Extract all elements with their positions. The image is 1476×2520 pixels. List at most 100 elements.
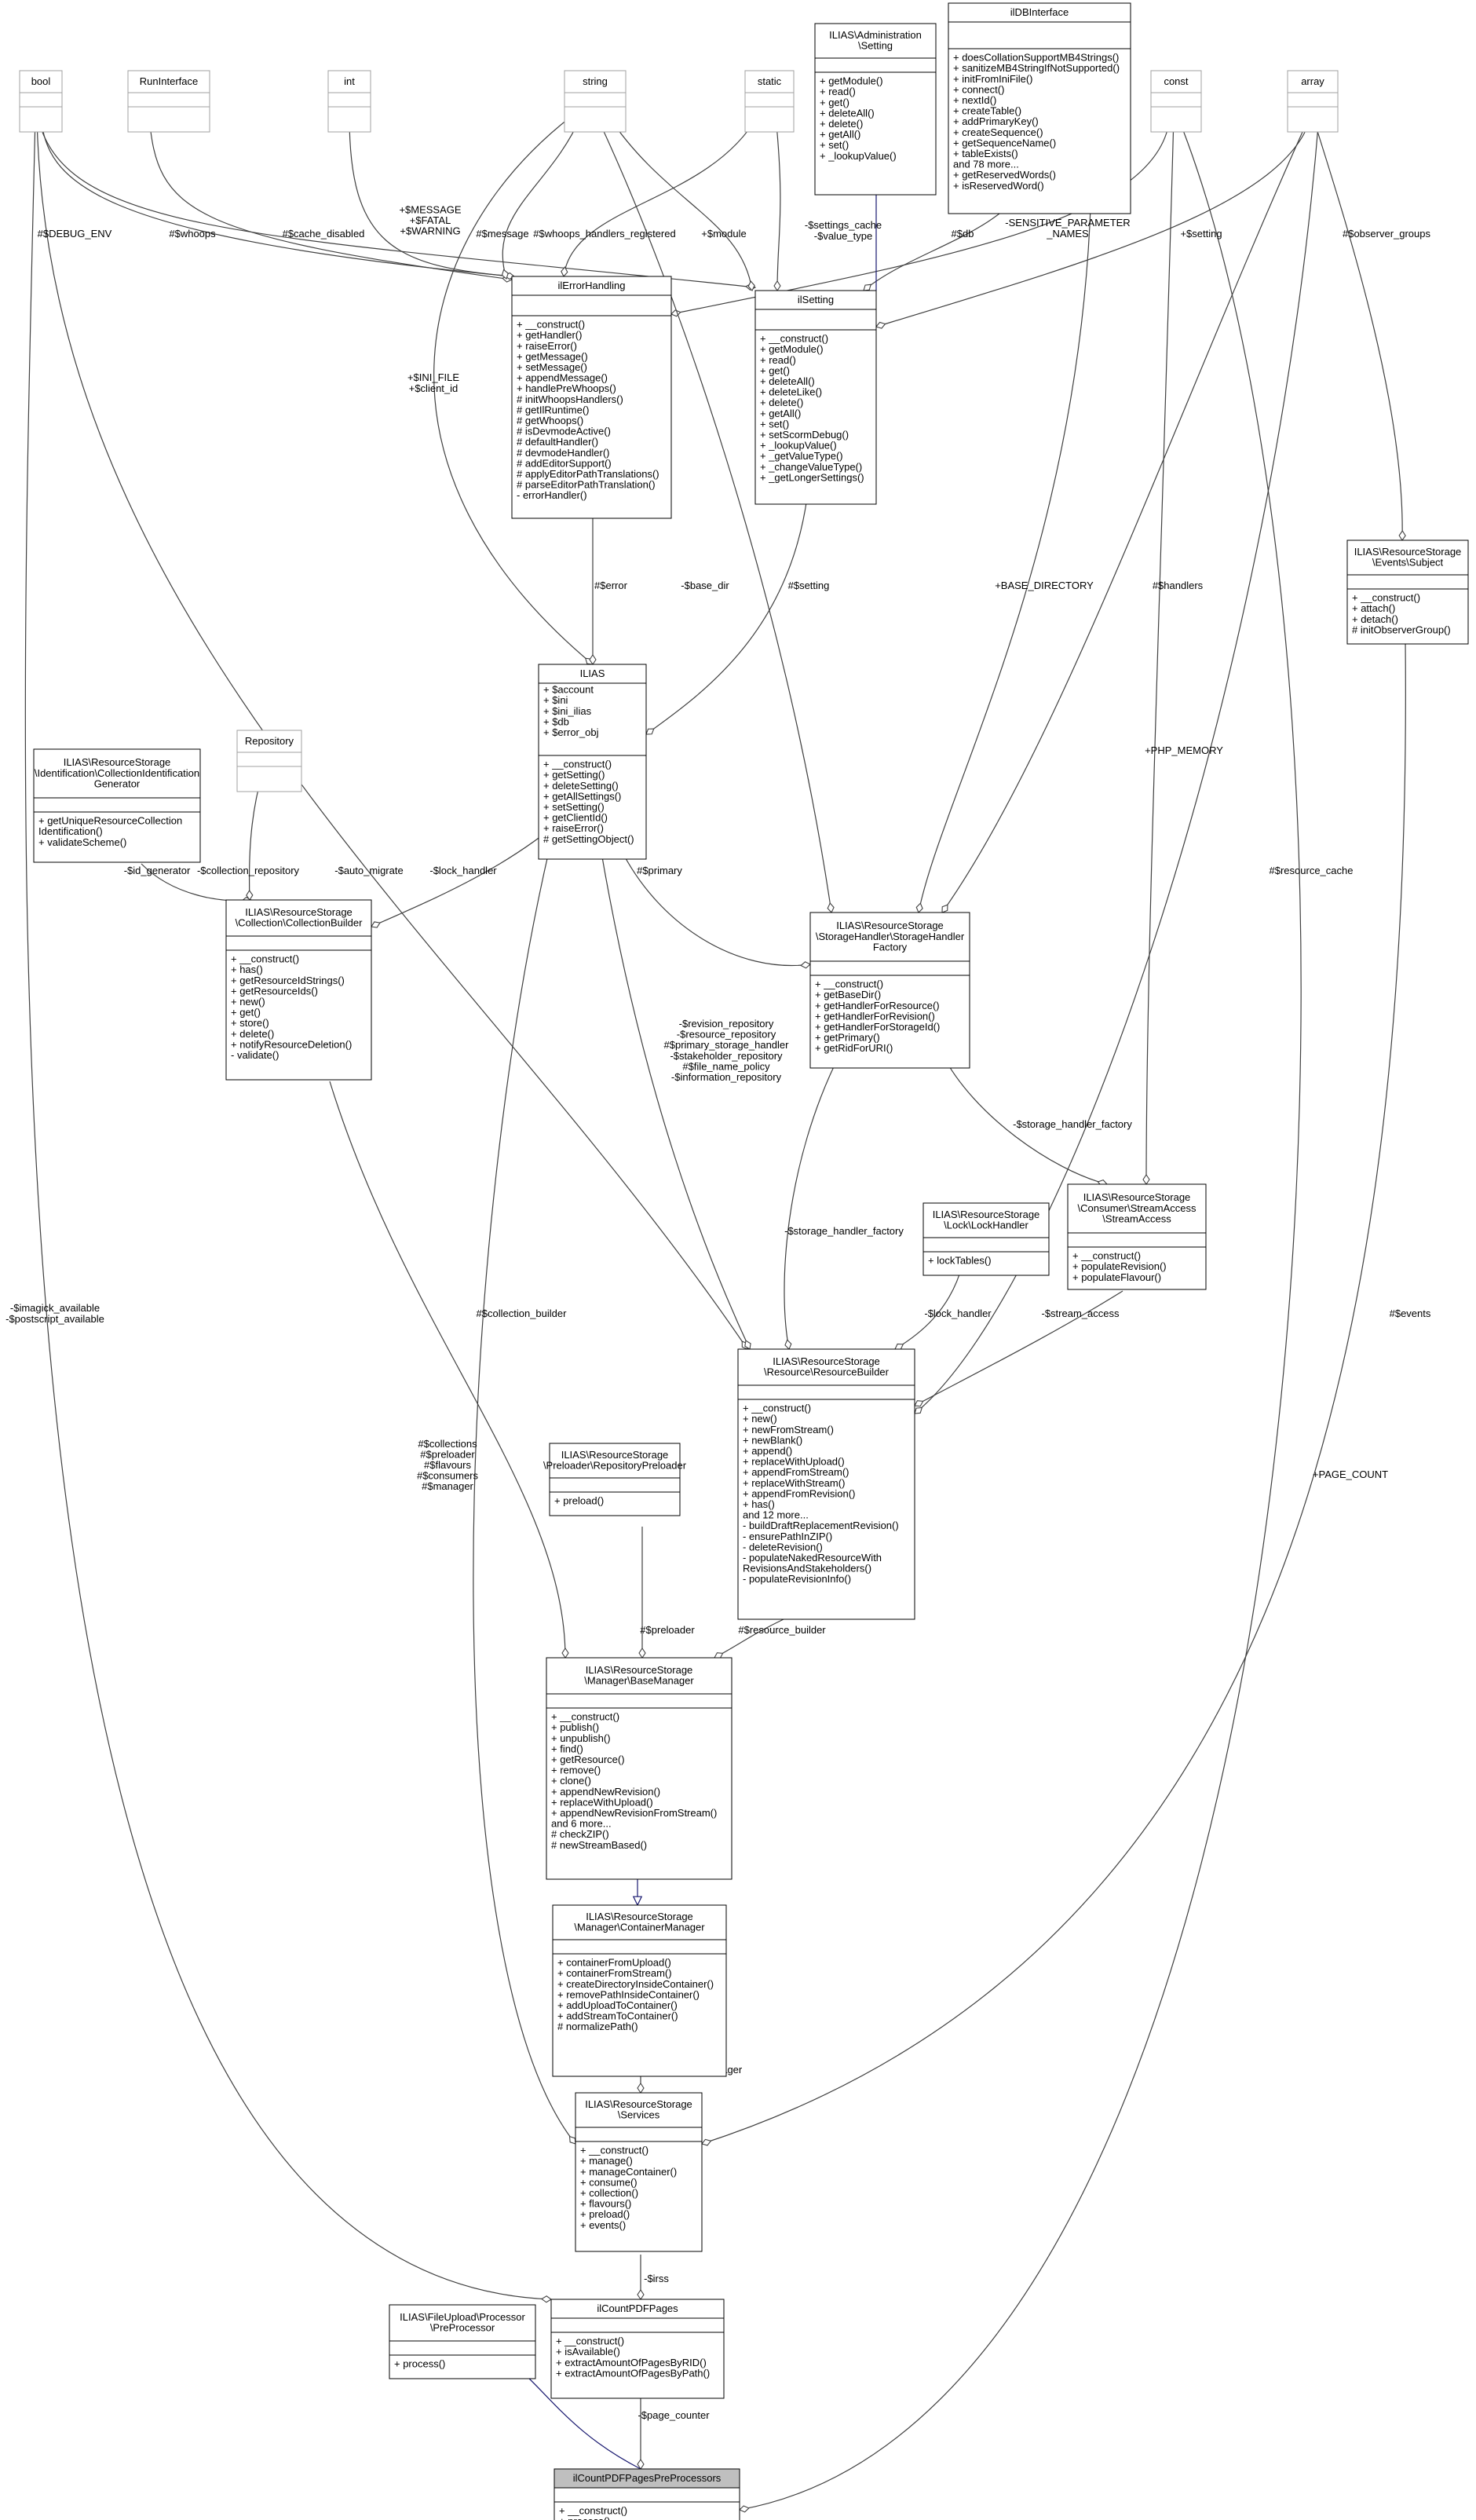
class-box-const[interactable]: const (1150, 70, 1202, 133)
class-box-basemanager[interactable]: ILIAS\ResourceStorage\Manager\BaseManage… (546, 1657, 733, 1880)
class-box-runinterface[interactable]: RunInterface (127, 70, 210, 133)
class-method: + replaceWithStream() (743, 1477, 845, 1489)
class-methods-section (1346, 588, 1469, 645)
class-method: + extractAmountOfPagesByPath() (556, 2367, 710, 2379)
edge-label-line: -$irss (644, 2273, 669, 2284)
class-method: + replaceWithUpload() (743, 1456, 845, 1468)
class-box-subject[interactable]: ILIAS\ResourceStorage\Events\Subject+ __… (1346, 539, 1469, 645)
class-method: + preload() (580, 2208, 630, 2220)
class-box-resourcebuilder[interactable]: ILIAS\ResourceStorage\Resource\ResourceB… (737, 1348, 915, 1620)
class-box-int[interactable]: int (327, 70, 371, 133)
composition-diamond (637, 2459, 645, 2470)
class-method: + connect() (953, 83, 1004, 95)
edge-label-line: #$preloader (640, 1624, 695, 1636)
class-box-ildbinterface[interactable]: ilDBInterface+ doesCollationSupportMB4St… (948, 2, 1131, 214)
class-method: + getAll() (760, 408, 801, 419)
class-box-repository[interactable]: Repository (236, 730, 302, 792)
edge-label-collection-builder: #$collection_builder (477, 1308, 568, 1319)
class-box-static[interactable]: static (744, 70, 795, 133)
class-methods-section (1067, 1246, 1207, 1290)
class-method: + __construct() (1352, 592, 1420, 604)
class-box-lockhandler[interactable]: ILIAS\ResourceStorage\Lock\LockHandler+ … (922, 1202, 1050, 1276)
edge-label-line: #$collections (418, 1438, 477, 1450)
class-title: \Identification\CollectionIdentification (35, 767, 199, 779)
class-method: + has() (743, 1498, 775, 1510)
class-methods-section (1287, 106, 1339, 133)
edge-collection-builder (329, 1081, 566, 1659)
class-method: + appendFromStream() (743, 1466, 849, 1478)
class-method: + read() (760, 354, 796, 366)
class-box-collidgen[interactable]: ILIAS\ResourceStorage\Identification\Col… (33, 748, 201, 863)
class-box-ilerrorhandling[interactable]: ilErrorHandling+ __construct()+ getHandl… (511, 276, 672, 519)
class-box-collectionbuilder[interactable]: ILIAS\ResourceStorage\Collection\Collect… (225, 899, 372, 1081)
edge-label-line: -$storage_handler_factory (1013, 1118, 1132, 1130)
inheritance-arrow (632, 1896, 643, 1907)
edge-label-id-generator: -$id_generator (124, 865, 191, 876)
edge-label-line: -$collection_repository (197, 865, 300, 876)
edge-page-count (739, 115, 1302, 2511)
class-box-array[interactable]: array (1287, 70, 1339, 133)
class-box-storagehandlerfactory[interactable]: ILIAS\ResourceStorage\StorageHandler\Sto… (809, 912, 970, 1069)
class-box-streamaccess[interactable]: ILIAS\ResourceStorage\Consumer\StreamAcc… (1067, 1183, 1207, 1290)
edge-events (701, 639, 1406, 2145)
edge-module (608, 115, 753, 291)
edge-label-handlers: #$handlers (1153, 580, 1204, 591)
class-attributes-section (33, 797, 201, 813)
composition-diamond (915, 902, 923, 913)
class-attributes-section (744, 92, 795, 108)
class-box-admin_setting[interactable]: ILIAS\Administration\Setting+ getModule(… (814, 23, 937, 196)
edge-label-ini-file-client-id: +$INI_FILE+$client_id (407, 371, 459, 394)
class-title: \Services (618, 2109, 660, 2121)
class-title: \Manager\ContainerManager (574, 1922, 705, 1933)
class-method: + createSequence() (953, 126, 1043, 138)
class-method: + containerFromStream() (557, 1967, 672, 1979)
edge-label-base-directory: +BASE_DIRECTORY (995, 580, 1094, 591)
class-box-repositorypreloader[interactable]: ILIAS\ResourceStorage\Preloader\Reposito… (543, 1443, 687, 1516)
class-method: + flavours() (580, 2198, 631, 2210)
class-method: + setSetting() (543, 801, 605, 813)
edge-label-storage-handler-factory-rb: -$storage_handler_factory (784, 1225, 904, 1237)
class-method: - populateNakedResourceWith (743, 1552, 882, 1564)
class-box-string[interactable]: string (564, 70, 627, 133)
edge-handlers (941, 115, 1310, 913)
class-method: + _lookupValue() (760, 440, 837, 452)
class-attributes-section (575, 2127, 703, 2142)
class-method: + deleteLike() (760, 386, 822, 398)
edge-repositories (600, 847, 751, 1350)
edge-label-line: #$handlers (1153, 580, 1204, 591)
class-method: + addStreamToContainer() (557, 2010, 678, 2022)
class-method: # checkZIP() (551, 1828, 609, 1840)
class-box-services[interactable]: ILIAS\ResourceStorage\Services+ __constr… (575, 2092, 703, 2252)
edge-label-line: #$cache_disabled (283, 228, 365, 240)
class-method: - ensurePathInZIP() (743, 1531, 832, 1542)
class-method: + raiseError() (543, 822, 604, 834)
class-box-bool[interactable]: bool (19, 70, 63, 133)
class-box-containermanager[interactable]: ILIAS\ResourceStorage\Manager\ContainerM… (552, 1904, 727, 2077)
class-box-preprocessor[interactable]: ILIAS\FileUpload\Processor\PreProcessor+… (389, 2304, 536, 2379)
class-title: \Lock\LockHandler (944, 1220, 1028, 1231)
edge-label-line: #$db (952, 228, 974, 240)
class-title-section (809, 912, 970, 962)
class-method: + detach() (1352, 613, 1398, 625)
class-methods-section (554, 2501, 740, 2520)
class-box-ilias[interactable]: ILIAS+ $account+ $ini+ $ini_ilias+ $db+ … (538, 664, 647, 860)
class-box-ilcountpdfpages[interactable]: ilCountPDFPages+ __construct()+ isAvaila… (550, 2299, 725, 2399)
edge-label-line: #$manager (422, 1480, 473, 1492)
edge-label-line: #$whoops (169, 228, 216, 240)
class-title-section (575, 2092, 703, 2128)
class-method: + append() (743, 1445, 792, 1457)
class-method: # parseEditorPathTranslation() (517, 479, 656, 491)
edge-label-line: #$collection_builder (477, 1308, 568, 1319)
class-title: Factory (873, 941, 908, 953)
edge-label-error: #$error (594, 580, 628, 591)
composition-diamond (914, 1400, 924, 1407)
edge-label-imagick-postscript: -$imagick_available-$postscript_availabl… (5, 1302, 104, 1325)
edge-label-line: +PAGE_COUNT (1313, 1468, 1388, 1480)
composition-diamond (589, 654, 597, 665)
class-method: + appendFromRevision() (743, 1487, 855, 1499)
class-box-ilcountpdfpagespreprocessors[interactable]: ilCountPDFPagesPreProcessors+ __construc… (554, 2468, 740, 2520)
edge-label-line: -$resource_repository (677, 1029, 776, 1041)
class-box-ilsetting[interactable]: ilSetting+ __construct()+ getModule()+ r… (754, 290, 877, 505)
class-title-section (549, 1443, 681, 1479)
class-methods-section (236, 766, 302, 792)
